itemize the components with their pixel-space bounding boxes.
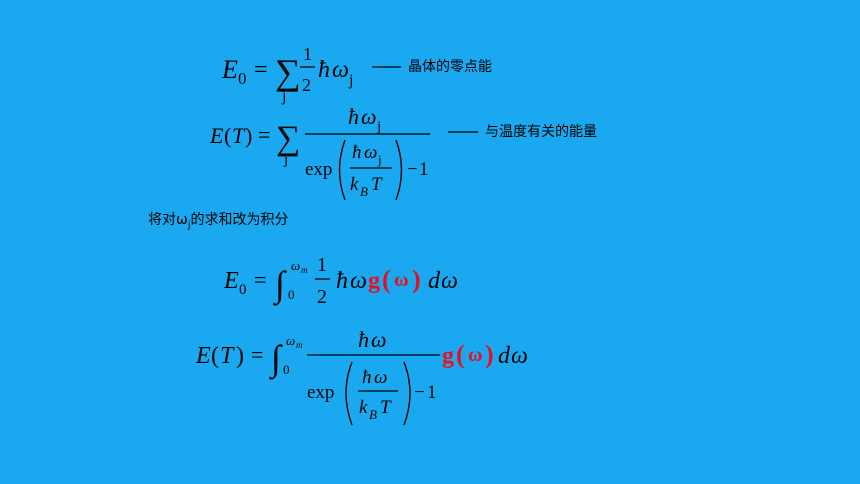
subscript-0: 0 bbox=[238, 69, 247, 88]
omega-symbol: ω bbox=[371, 327, 387, 352]
equals-sign: = bbox=[254, 267, 266, 292]
density-right-paren: ) bbox=[412, 265, 421, 294]
inner-hbar: ħ bbox=[362, 367, 372, 388]
inner-hbar: ħ bbox=[352, 142, 362, 163]
subscript-B: B bbox=[369, 407, 377, 422]
big-left-paren bbox=[338, 139, 346, 201]
inner-subscript-j: j bbox=[377, 152, 382, 167]
omega-symbol: ω bbox=[361, 104, 377, 129]
exp-function: exp bbox=[305, 159, 332, 180]
density-left-paren: ( bbox=[382, 265, 391, 294]
right-paren: ) bbox=[245, 123, 252, 148]
differential-d: d bbox=[428, 268, 441, 294]
subscript-0: 0 bbox=[239, 282, 247, 298]
symbol-E: E bbox=[221, 55, 238, 84]
symbol-E: E bbox=[209, 123, 224, 148]
symbol-T: T bbox=[220, 343, 235, 369]
fraction-numerator: 1 bbox=[317, 254, 327, 276]
note-prefix: 将对 bbox=[148, 212, 176, 228]
upper-limit: ω bbox=[286, 333, 295, 348]
note-text: 将对ωj的求和改为积分 bbox=[148, 212, 289, 231]
upper-limit-sub: m bbox=[301, 265, 308, 275]
equals-sign: = bbox=[258, 122, 270, 147]
annotation-text: 与温度有关的能量 bbox=[485, 124, 597, 140]
subscript-j: j bbox=[376, 119, 381, 135]
left-paren: ( bbox=[211, 343, 219, 369]
minus-sign: − bbox=[407, 159, 418, 180]
equals-sign: = bbox=[251, 342, 263, 367]
density-omega: ω bbox=[394, 269, 409, 291]
density-omega: ω bbox=[468, 344, 483, 366]
minus-sign: − bbox=[414, 382, 425, 403]
exp-function: exp bbox=[307, 382, 334, 403]
subscript-j: j bbox=[348, 72, 353, 89]
symbol-E: E bbox=[195, 343, 211, 369]
formula-thermal-energy: E ( T ) = ∑ j ħ ω j exp ħ ω j k B T − 1 bbox=[209, 104, 430, 201]
formula-integral-zero-point: E 0 = ∫ ω m 0 1 2 ħ ω g ( ω ) d ω bbox=[223, 254, 458, 308]
subscript-B: B bbox=[360, 184, 368, 199]
hbar-symbol: ħ bbox=[336, 268, 348, 294]
symbol-E: E bbox=[223, 268, 239, 294]
symbol-k: k bbox=[359, 397, 368, 418]
symbol-T-inner: T bbox=[371, 174, 383, 195]
hbar-symbol: ħ bbox=[348, 104, 359, 129]
integral-sign: ∫ bbox=[269, 338, 283, 380]
upper-limit: ω bbox=[291, 258, 300, 273]
right-paren: ) bbox=[236, 343, 244, 369]
differential-omega: ω bbox=[511, 343, 528, 369]
sum-index: j bbox=[281, 88, 286, 105]
differential-omega: ω bbox=[441, 268, 458, 294]
sum-sign: ∑ bbox=[275, 52, 301, 92]
fraction-numerator: 1 bbox=[303, 44, 312, 64]
formula-zero-point-energy: E 0 = ∑ j 1 2 ħ ω j bbox=[221, 44, 353, 105]
inner-omega: ω bbox=[374, 367, 387, 388]
symbol-T: T bbox=[232, 123, 246, 148]
annotation-thermal: 与温度有关的能量 bbox=[448, 124, 597, 140]
density-g: g bbox=[368, 268, 380, 294]
density-g: g bbox=[442, 343, 454, 369]
note-omega: ω bbox=[176, 212, 188, 228]
sum-index: j bbox=[283, 152, 288, 168]
sum-sign: ∑ bbox=[276, 120, 300, 157]
density-right-paren: ) bbox=[485, 340, 494, 369]
upper-limit-sub: m bbox=[296, 340, 303, 350]
fraction-denominator: 2 bbox=[302, 75, 311, 95]
omega-symbol: ω bbox=[332, 57, 349, 83]
number-one: 1 bbox=[419, 159, 429, 180]
lower-limit: 0 bbox=[283, 362, 290, 377]
symbol-T-inner: T bbox=[380, 397, 392, 418]
symbol-k: k bbox=[350, 174, 359, 195]
omega-symbol: ω bbox=[350, 268, 367, 294]
note-sum-to-integral: 将对ωj的求和改为积分 bbox=[148, 212, 289, 231]
annotation-zero-point: 晶体的零点能 bbox=[372, 59, 492, 75]
hbar-symbol: ħ bbox=[318, 57, 330, 83]
note-suffix: 的求和改为积分 bbox=[191, 212, 289, 228]
annotation-text: 晶体的零点能 bbox=[408, 59, 492, 75]
integral-sign: ∫ bbox=[273, 264, 287, 306]
density-left-paren: ( bbox=[456, 340, 465, 369]
equals-sign: = bbox=[254, 57, 268, 83]
formula-integral-thermal: E ( T ) = ∫ ω m 0 ħ ω exp ħ ω k B T − 1 … bbox=[195, 327, 528, 426]
note-sub: j bbox=[187, 220, 191, 231]
hbar-symbol: ħ bbox=[358, 327, 369, 352]
left-paren: ( bbox=[224, 123, 231, 148]
number-one: 1 bbox=[427, 382, 437, 403]
big-right-paren bbox=[395, 139, 403, 201]
inner-omega: ω bbox=[364, 142, 377, 163]
big-left-paren bbox=[345, 361, 353, 426]
lower-limit: 0 bbox=[288, 287, 295, 302]
big-right-paren bbox=[403, 361, 411, 426]
differential-d: d bbox=[498, 343, 511, 369]
fraction-denominator: 2 bbox=[317, 286, 327, 308]
